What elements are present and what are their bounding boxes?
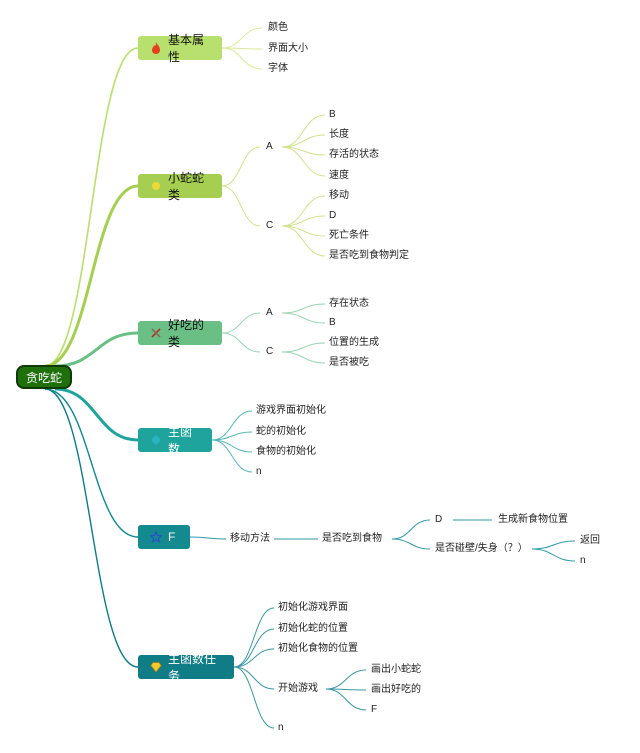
- leaf-food-check: 是否吃到食物判定: [329, 250, 409, 261]
- branch-link: [281, 146, 326, 177]
- branch-link: [233, 666, 275, 729]
- branch-link: [221, 27, 263, 49]
- leaf-b: B: [329, 317, 336, 328]
- leaf-move: 移动: [329, 190, 349, 201]
- branch-main-function[interactable]: 主函数: [138, 425, 212, 456]
- leaf-n: n: [256, 466, 262, 477]
- root-link: [44, 388, 139, 668]
- branch-snake-class[interactable]: 小蛇蛇类: [138, 171, 222, 202]
- root-link: [44, 47, 139, 367]
- branch-link: [281, 114, 326, 148]
- branch-link: [221, 47, 263, 70]
- diamond-icon: [150, 434, 162, 446]
- branch-link: [281, 303, 326, 314]
- leaf-init-food: 食物的初始化: [256, 446, 316, 457]
- branch-link: [221, 146, 261, 187]
- branch-label: 基本属性: [168, 33, 205, 64]
- branch-label: 主函数任务: [168, 652, 217, 683]
- root-link: [54, 331, 139, 368]
- branch-link: [233, 648, 275, 668]
- node-ate-food: 是否吃到食物: [322, 533, 382, 544]
- root-label: 贪吃蛇: [25, 370, 62, 385]
- branch-link: [281, 134, 326, 148]
- leaf-return: 返回: [580, 535, 600, 546]
- branch-link: [281, 312, 326, 324]
- branch-link: [189, 536, 227, 540]
- branch-link: [221, 312, 261, 334]
- branch-label: 好吃的类: [168, 318, 205, 349]
- leaf-speed: 速度: [329, 170, 349, 181]
- branch-link: [281, 195, 326, 227]
- branch-link: [211, 439, 253, 453]
- node-hit-wall: 是否碰壁/失身（？）: [435, 543, 528, 554]
- node-d: D: [435, 514, 443, 525]
- branch-link: [221, 332, 261, 353]
- leaf-length: 长度: [329, 129, 349, 140]
- branch-link: [325, 688, 367, 711]
- leaf-death-condition: 死亡条件: [329, 230, 369, 241]
- leaf-font: 字体: [268, 63, 288, 74]
- branch-link: [325, 669, 367, 690]
- leaf-init-ui: 游戏界面初始化: [256, 405, 326, 416]
- leaf-init-snake: 蛇的初始化: [256, 426, 306, 437]
- branch-link: [281, 342, 326, 353]
- leaf-n: n: [580, 555, 586, 566]
- leaf-color: 颜色: [268, 22, 288, 33]
- branch-link: [233, 628, 275, 668]
- branch-main-tasks[interactable]: 主函数任务: [138, 652, 234, 683]
- leaf-is-eaten: 是否被吃: [329, 357, 369, 368]
- branch-link: [391, 519, 431, 540]
- sun-icon: [150, 180, 162, 192]
- leaf-d: D: [329, 210, 337, 221]
- sub-node-a: A: [266, 307, 273, 318]
- branch-label: F: [168, 530, 176, 544]
- branch-label: 主函数: [168, 425, 193, 456]
- sub-node-c: C: [266, 220, 274, 231]
- branch-link: [211, 410, 253, 441]
- branch-link: [233, 666, 275, 690]
- branch-link: [221, 185, 261, 227]
- branch-link: [281, 215, 326, 227]
- branch-link: [391, 538, 431, 550]
- branch-basic-properties[interactable]: 基本属性: [138, 33, 222, 64]
- branch-link: [531, 540, 576, 550]
- leaf-draw-snake: 画出小蛇蛇: [371, 664, 421, 675]
- leaf-window-size: 界面大小: [268, 43, 308, 54]
- flame-icon: [150, 42, 162, 54]
- leaf-init-food-pos: 初始化食物的位置: [278, 643, 358, 654]
- branch-link: [233, 607, 275, 668]
- branch-f[interactable]: F: [138, 525, 190, 549]
- branch-link: [281, 225, 326, 257]
- branch-food-class[interactable]: 好吃的类: [138, 318, 222, 349]
- root-link: [44, 388, 139, 538]
- branch-link: [211, 439, 253, 473]
- branch-link: [281, 351, 326, 364]
- node-start-game: 开始游戏: [278, 683, 318, 694]
- node-move-method: 移动方法: [230, 533, 270, 544]
- leaf-new-food-pos: 生成新食物位置: [498, 514, 568, 525]
- root-link: [54, 387, 139, 442]
- gem-icon: [150, 661, 162, 673]
- leaf-init-snake-pos: 初始化蛇的位置: [278, 623, 348, 634]
- branch-label: 小蛇蛇类: [168, 171, 205, 202]
- star-icon: [150, 531, 162, 543]
- root-link: [44, 184, 139, 368]
- leaf-alive-state: 存活的状态: [329, 149, 379, 160]
- sub-node-c: C: [266, 346, 274, 357]
- leaf-position-gen: 位置的生成: [329, 337, 379, 348]
- utensils-icon: [150, 327, 162, 339]
- leaf-b: B: [329, 109, 336, 120]
- root-node[interactable]: 贪吃蛇: [16, 365, 72, 389]
- leaf-n: n: [278, 722, 284, 733]
- leaf-f: F: [371, 704, 378, 715]
- leaf-exist-state: 存在状态: [329, 298, 369, 309]
- branch-link: [531, 548, 576, 562]
- sub-node-a: A: [266, 141, 273, 152]
- leaf-init-game-ui: 初始化游戏界面: [278, 602, 348, 613]
- leaf-draw-food: 画出好吃的: [371, 684, 421, 695]
